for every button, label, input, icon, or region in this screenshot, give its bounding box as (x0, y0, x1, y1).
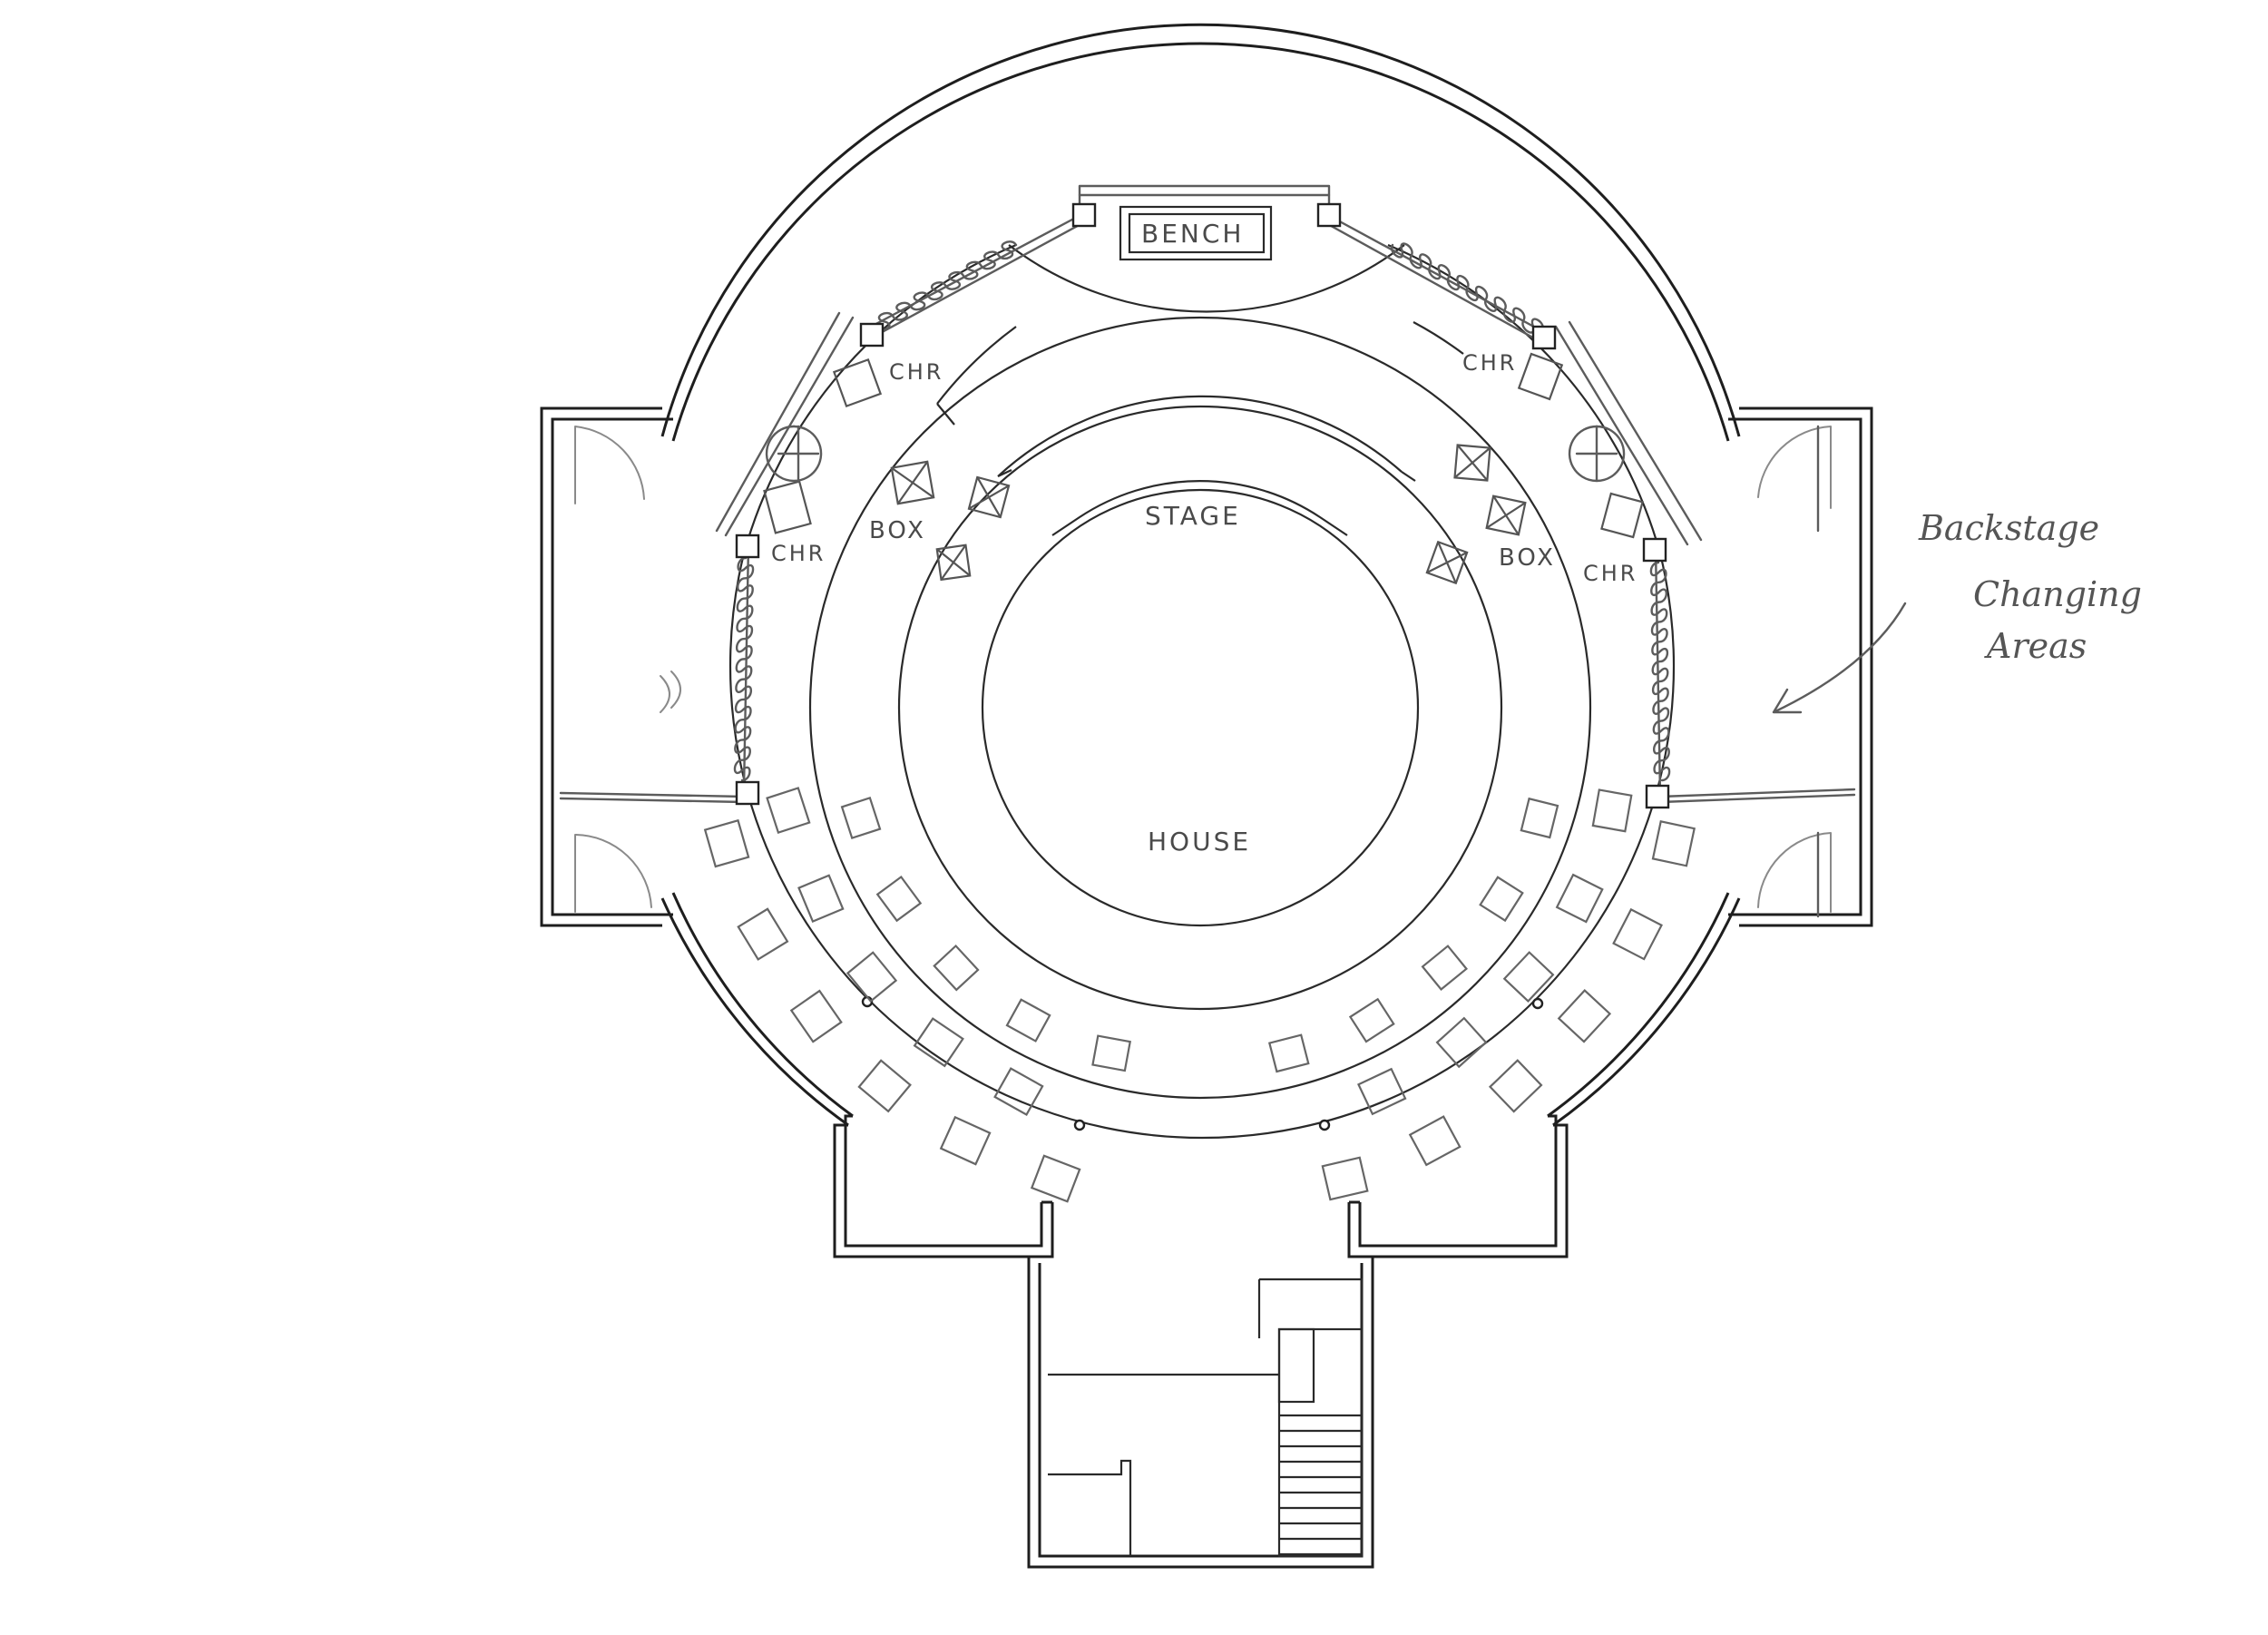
house-label: HOUSE (1148, 827, 1251, 857)
chr-label-upper-left: CHR (889, 359, 943, 385)
chr-label-lower-left: CHR (771, 541, 826, 566)
annotation-line-2: Changing (1973, 574, 2142, 614)
backstage-annotation: Backstage Changing Areas (1772, 508, 2142, 714)
chr-chairs (763, 352, 1644, 539)
stair-newel (1277, 1327, 1315, 1404)
wing-doors (559, 425, 1856, 918)
annotation-line-1: Backstage (1918, 508, 2099, 548)
building-walls (540, 23, 1873, 1569)
posts (735, 202, 1670, 1131)
box-label-left: BOX (869, 517, 926, 544)
chr-label-upper-right: CHR (1462, 350, 1517, 376)
stair-annex (1048, 1278, 1364, 1558)
bench-area (1008, 184, 1405, 313)
bench (1119, 205, 1273, 261)
stage-label: STAGE (1145, 501, 1241, 531)
annotation-arrow (1772, 602, 1907, 714)
stair-treads (1279, 1414, 1362, 1556)
box-markers (890, 444, 1527, 585)
bench-label: BENCH (1141, 219, 1244, 249)
house-seats (703, 787, 1696, 1203)
seating-rings (728, 243, 1676, 1140)
box-label-right: BOX (1499, 544, 1556, 572)
curtain-coils (733, 240, 1671, 782)
chr-label-lower-right: CHR (1583, 561, 1637, 586)
annotation-line-3: Areas (1984, 626, 2087, 666)
